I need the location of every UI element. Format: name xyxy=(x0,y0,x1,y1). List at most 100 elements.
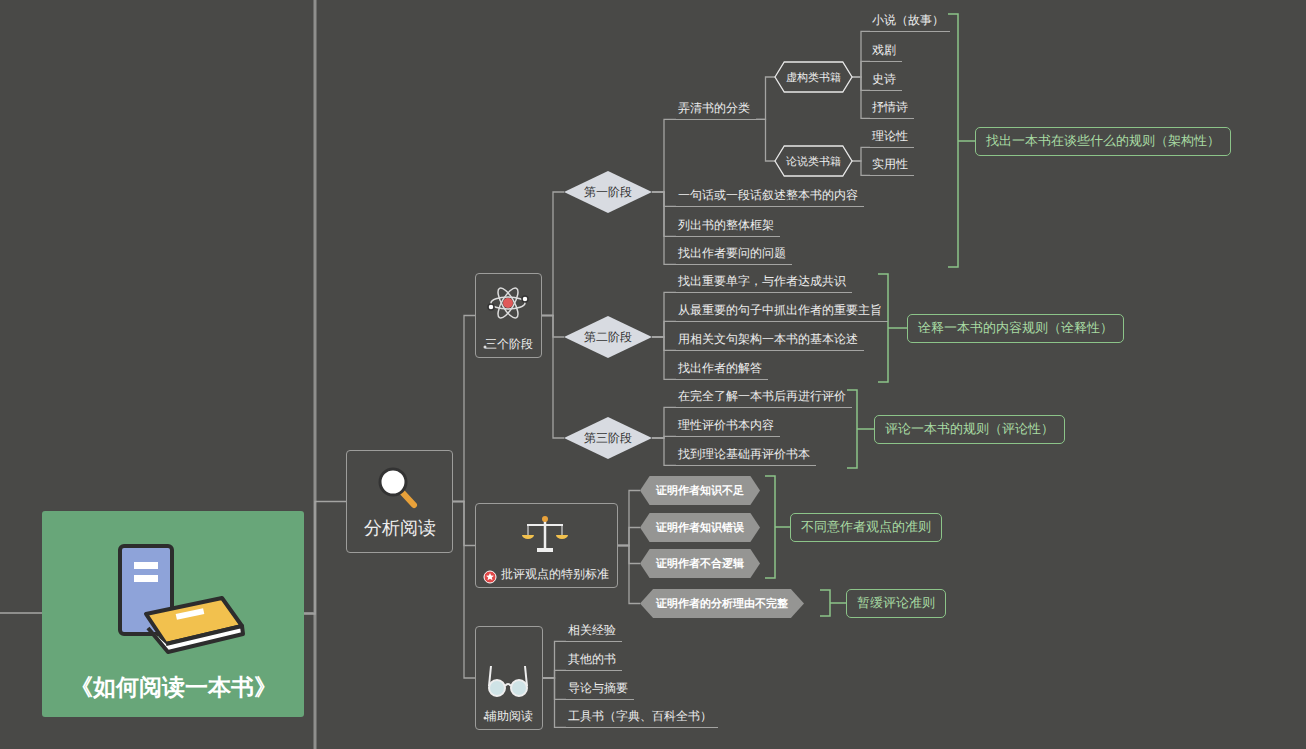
node-label: 找到理论基础再评价书本 xyxy=(678,447,810,461)
leaf-topic: 实用性 xyxy=(870,157,914,176)
branch-connector xyxy=(618,491,640,546)
leaf-topic: 找到理论基础再评价书本 xyxy=(676,447,816,466)
branch-connector xyxy=(652,337,676,379)
leaf-topic: 找出作者的解答 xyxy=(676,361,768,380)
node-label: 在完全了解一本书后再进行评价 xyxy=(678,389,846,403)
node-label: 从最重要的句子中抓出作者的重要主旨 xyxy=(678,303,882,317)
node-label: 弄清书的分类 xyxy=(678,101,750,115)
leaf-topic: 一句话或一段话叙述整本书的内容 xyxy=(676,188,864,207)
leaf-topic: 戏剧 xyxy=(870,43,902,62)
node-label: 第二阶段 xyxy=(584,329,632,346)
leaf-topic: 列出书的整体框架 xyxy=(676,218,780,237)
branch-connector xyxy=(852,61,870,77)
glasses-icon xyxy=(489,666,527,696)
leaf-topic: 找出重要单字，与作者达成共识 xyxy=(676,274,852,293)
branch-connector xyxy=(618,546,640,604)
node-label: 史诗 xyxy=(872,72,896,86)
star-badge xyxy=(484,571,496,583)
leaf-topic: 工具书（字典、百科全书） xyxy=(566,709,718,728)
node-label: 暂缓评论准则 xyxy=(857,595,935,610)
leaf-topic: 小说（故事） xyxy=(870,13,950,32)
leaf-topic: 在完全了解一本书后再进行评价 xyxy=(676,389,852,408)
branch-connector xyxy=(652,438,676,465)
node-label: 批评观点的特别标准 xyxy=(501,566,609,583)
node-label: 评论一本书的规则（评论性） xyxy=(885,421,1054,436)
branch-connector xyxy=(652,119,676,192)
category-hexagon: 论说类书籍 xyxy=(775,146,852,176)
branch-connector xyxy=(618,528,640,546)
leaf-topic: 找出作者要问的问题 xyxy=(676,246,792,265)
node-label: 找出作者的解答 xyxy=(678,361,762,375)
branch-connector xyxy=(756,119,775,161)
stage-diamond: 第三阶段 xyxy=(564,417,652,459)
branch-connector xyxy=(852,161,870,175)
icon-topic-box: 三个阶段 xyxy=(475,273,542,358)
book-icon xyxy=(120,546,243,652)
node-label: 证明作者知识错误 xyxy=(656,520,744,535)
leaf-topic: 理性评价书本内容 xyxy=(676,418,780,437)
leaf-topic: 用相关文句架构一本书的基本论述 xyxy=(676,332,864,351)
leaf-topic: 导论与摘要 xyxy=(566,681,634,700)
node-label: 一句话或一段话叙述整本书的内容 xyxy=(678,188,858,202)
leaf-topic: 从最重要的句子中抓出作者的重要主旨 xyxy=(676,303,888,322)
node-label: 论说类书籍 xyxy=(786,154,841,169)
node-label: 不同意作者观点的准则 xyxy=(801,519,931,534)
branch-connector xyxy=(756,77,775,119)
criterion-hexagon: 证明作者的分析理由不完整 xyxy=(640,589,804,618)
branch-connector xyxy=(543,670,566,678)
scales-icon xyxy=(522,516,568,552)
root-topic: 《如何阅读一本书》 xyxy=(42,511,304,717)
criterion-hexagon: 证明作者不合逻辑 xyxy=(640,549,760,578)
node-label: 诠释一本书的内容规则（诠释性） xyxy=(918,320,1113,335)
branch-connector xyxy=(542,192,564,316)
node-label: 证明作者不合逻辑 xyxy=(656,556,744,571)
node-label: 实用性 xyxy=(872,157,908,171)
node-label: 证明作者知识不足 xyxy=(656,483,744,498)
leaf-topic: 其他的书 xyxy=(566,652,622,671)
node-label: 找出作者要问的问题 xyxy=(678,246,786,260)
leaf-topic: 史诗 xyxy=(870,72,902,91)
branch-connector xyxy=(652,292,676,337)
node-label: 小说（故事） xyxy=(872,13,944,27)
node-label: 其他的书 xyxy=(568,652,616,666)
category-hexagon: 虚构类书籍 xyxy=(775,62,852,92)
node-label: 虚构类书籍 xyxy=(786,70,841,85)
atom-icon xyxy=(488,285,528,320)
branch-connector xyxy=(542,316,564,439)
branch-connector xyxy=(852,147,870,161)
branch-connector xyxy=(852,31,870,77)
branch-connector xyxy=(852,77,870,118)
branch-connector xyxy=(543,641,566,678)
icon-topic-box: 批评观点的特别标准 xyxy=(475,503,618,588)
node-label: 导论与摘要 xyxy=(568,681,628,695)
leaf-topic: 理论性 xyxy=(870,129,914,148)
criterion-hexagon: 证明作者知识错误 xyxy=(640,513,760,542)
branch-connector xyxy=(652,192,676,264)
node-label: 列出书的整体框架 xyxy=(678,218,774,232)
branch-connector xyxy=(453,502,475,679)
node-label: 分析阅读 xyxy=(364,516,436,540)
rule-box: 不同意作者观点的准则 xyxy=(790,513,942,542)
node-label: 第一阶段 xyxy=(584,184,632,201)
stage-diamond: 第一阶段 xyxy=(564,171,652,213)
node-label: 《如何阅读一本书》 xyxy=(70,672,277,703)
node-label: 找出一本书在谈些什么的规则（架构性） xyxy=(986,133,1220,148)
root-panel xyxy=(42,511,304,717)
branch-connector xyxy=(543,678,566,727)
rule-box: 暂缓评论准则 xyxy=(846,589,946,618)
node-label: 证明作者的分析理由不完整 xyxy=(656,596,788,611)
leaf-topic: 抒情诗 xyxy=(870,100,914,119)
node-label: 相关经验 xyxy=(568,623,616,637)
divider-line xyxy=(314,0,317,749)
icon-topic-box: 分析阅读 xyxy=(346,450,453,553)
branch-connector xyxy=(453,316,475,502)
rule-box: 评论一本书的规则（评论性） xyxy=(874,415,1065,444)
branch-connector xyxy=(652,407,676,438)
stage-diamond: 第二阶段 xyxy=(564,316,652,358)
branch-connector xyxy=(304,502,346,615)
rule-box: 找出一本书在谈些什么的规则（架构性） xyxy=(975,127,1231,156)
node-label: 理论性 xyxy=(872,129,908,143)
node-label: 工具书（字典、百科全书） xyxy=(568,709,712,723)
